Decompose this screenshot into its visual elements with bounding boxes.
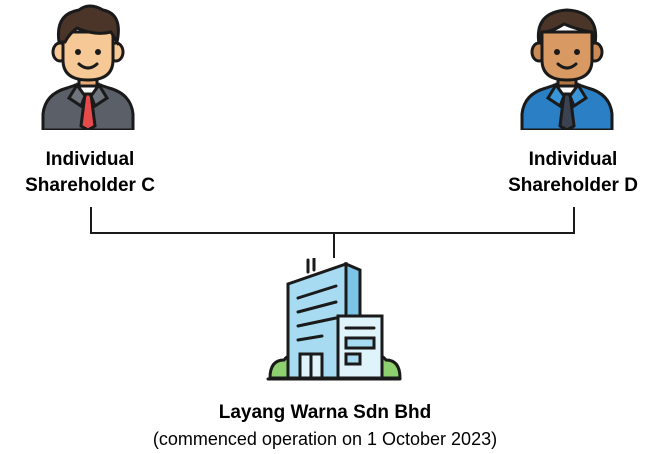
- bracket-line: [90, 207, 575, 234]
- shareholder-d-label: Individual Shareholder D: [463, 147, 651, 199]
- company-name: Layang Warna Sdn Bhd: [218, 402, 432, 423]
- shareholder-d-avatar: [512, 2, 622, 130]
- company-building: [266, 258, 402, 386]
- shareholder-c-label-line1: Individual: [45, 149, 135, 170]
- shareholder-c-avatar: [33, 2, 143, 130]
- shareholder-d-label-line1: Individual: [528, 149, 618, 170]
- businessman-blue-suit-icon: [520, 8, 614, 130]
- businessman-red-tie-icon: [41, 4, 135, 130]
- company-operation-note: (commenced operation on 1 October 2023): [152, 429, 498, 449]
- shareholder-d-label-line2: Shareholder D: [508, 175, 638, 196]
- office-building-icon: [266, 258, 402, 381]
- shareholder-c-label-line2: Shareholder C: [25, 175, 155, 196]
- shareholder-c-label: Individual Shareholder C: [0, 147, 200, 199]
